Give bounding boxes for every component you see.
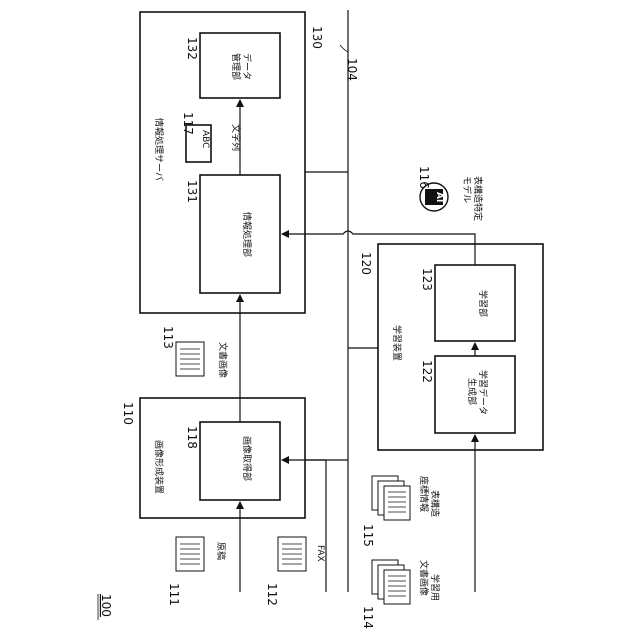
learning-unit-label: 学習部 [477,290,489,317]
training-images-docs-icon [372,560,410,604]
original-document-icon [176,537,204,571]
document-image-label: 文書画像 [217,342,229,378]
learning-data-gen-label-2: 生成部 [466,378,478,405]
ai-model-caption-2: モデル [461,176,473,203]
fax-ref: 112 [265,583,279,606]
structure-info-label-2: 座標情報 [418,476,430,512]
char-string-caption: 文字列 [230,124,242,151]
image-acquisition-box [200,422,280,500]
document-image-icon [176,342,204,376]
data-management-ref: 132 [185,37,199,60]
info-processing-ref: 131 [185,180,199,203]
info-server-label: 情報処理サーバ [153,118,165,181]
original-label: 原稿 [215,542,227,560]
original-ref: 111 [167,583,181,606]
fax-label: FAX [315,545,325,562]
learning-data-gen-label-1: 学習データ [477,370,489,415]
image-forming-label: 画像形成装置 [153,440,165,494]
learning-unit-box [435,265,515,341]
image-forming-ref: 110 [121,402,135,425]
image-acquisition-ref: 118 [185,426,199,449]
learning-device-ref: 120 [359,252,373,275]
image-acquisition-label: 画像取得部 [241,436,253,481]
structure-info-docs-icon [372,476,410,520]
info-processing-label: 情報処理部 [241,212,253,257]
training-images-ref: 114 [361,606,375,629]
training-images-label-2: 文書画像 [418,560,430,596]
structure-info-ref: 115 [361,524,375,547]
document-image-ref: 113 [161,326,175,349]
learning-data-gen-ref: 122 [420,360,434,383]
info-server-ref: 130 [310,26,324,49]
network-ref-leader [340,45,348,52]
data-management-label-2: 管理部 [230,53,242,80]
fax-document-icon [278,537,306,571]
learning-unit-ref: 123 [420,268,434,291]
ai-model-ref: 116 [417,166,431,189]
training-images-label-1: 学習用 [429,574,441,601]
data-management-label-1: データ [241,53,253,80]
figure-ref: 100 [99,594,113,617]
network-ref: 104 [345,58,359,81]
ai-model-caption-1: 表構造特定 [472,176,484,221]
char-string-label: ABC [200,130,210,148]
learning-device-label: 学習装置 [391,325,403,361]
char-string-ref: 117 [181,112,195,135]
structure-info-label-1: 表構造 [429,490,441,517]
info-processing-box [200,175,280,293]
ai-model-label: AI [434,192,444,202]
